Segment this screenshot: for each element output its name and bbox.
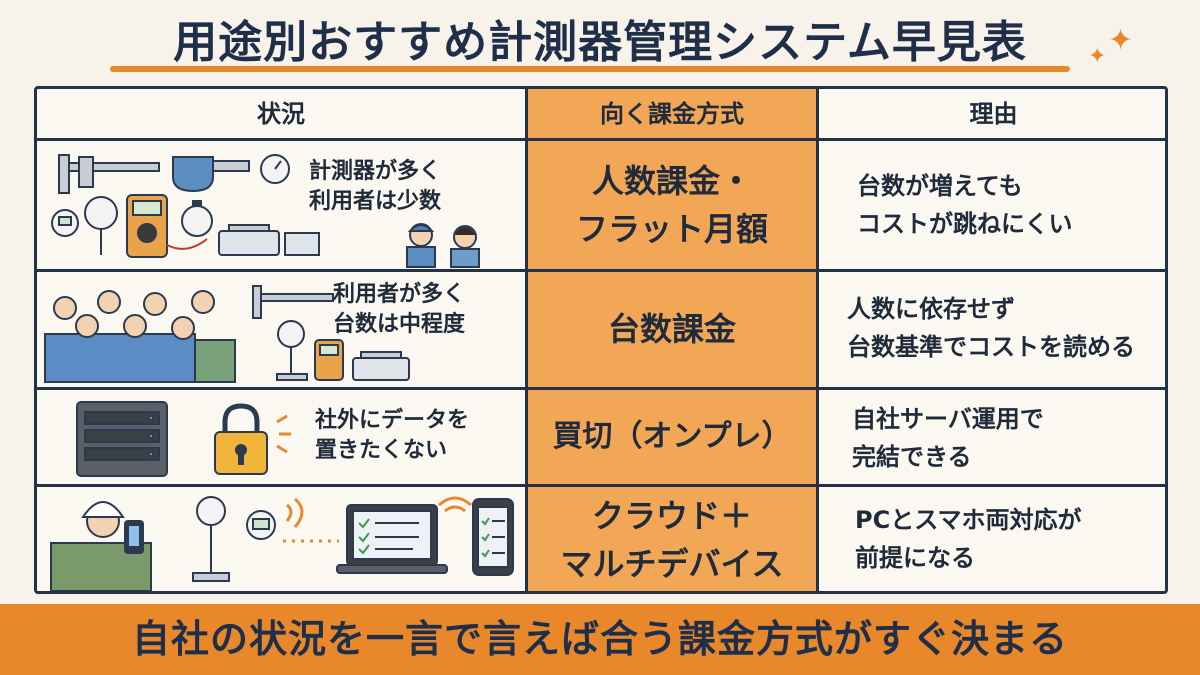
row-divider — [37, 387, 1165, 390]
laptop-icon — [336, 504, 448, 574]
padlock-icon — [214, 403, 291, 475]
instruments-illustration — [51, 154, 480, 268]
sparkle-icon: ✦ — [1108, 23, 1134, 58]
sparkle-icon: ✦ — [1088, 44, 1107, 69]
comparison-table: 状況 向く課金方式 理由 — [34, 86, 1168, 594]
header-situation: 状況 — [257, 100, 305, 128]
worker-with-phone-icon — [50, 501, 152, 591]
method-column-highlight — [527, 89, 817, 591]
micrometer-icon — [172, 156, 250, 193]
method-text: 人数課金・ フラット月額 — [575, 162, 768, 248]
row-divider — [37, 484, 1165, 487]
smartphone-icon — [472, 498, 514, 576]
situation-text: 社外にデータを 置きたくない — [315, 408, 470, 463]
header-method: 向く課金方式 — [600, 100, 744, 128]
reason-text: 自社サーバ運用で 完結できる — [852, 405, 1044, 471]
worker-group-icon — [44, 290, 236, 383]
cloud-illustration — [50, 496, 514, 591]
meter-icon — [314, 339, 344, 381]
dial-gauge-icon — [51, 154, 290, 255]
table-row: クラウド＋ マルチデバイス PCとスマホ両対応が 前提になる — [37, 487, 1165, 591]
situation-text: 利用者が多く 台数は中程度 — [333, 282, 466, 337]
reason-text: 人数に依存せず 台数基準でコストを読める — [847, 295, 1135, 361]
footer-banner — [0, 604, 1200, 675]
method-text: 台数課金 — [607, 310, 736, 348]
header-divider — [37, 138, 1165, 141]
table-row: 利用者が多く 台数は中程度 台数課金 人数に依存せず 台数基準でコストを読める — [37, 272, 1165, 387]
caliper-icon — [252, 285, 334, 319]
worker-icon — [406, 223, 480, 268]
page-title: 用途別おすすめ計測器管理システム早見表 — [173, 17, 1027, 68]
caliper-icon — [58, 154, 160, 194]
table-row: 社外にデータを 置きたくない 買切（オンプレ） 自社サーバ運用で 完結できる — [37, 390, 1165, 484]
row-divider — [37, 269, 1165, 272]
workers-illustration — [44, 285, 410, 383]
footer-text: 自社の状況を一言で言えば合う課金方式がすぐ決まる — [131, 617, 1068, 661]
title-underline — [110, 66, 1070, 72]
dial-gauge-icon — [276, 320, 308, 381]
column-divider — [816, 89, 819, 591]
column-divider — [525, 89, 528, 591]
scale-icon — [352, 351, 410, 381]
onprem-illustration — [76, 401, 291, 477]
wifi-icon — [285, 496, 472, 528]
table-row: 計測器が多く 利用者は少数 人数課金・ フラット月額 台数が増えても コストが跳… — [37, 141, 1165, 269]
scale-icon — [218, 224, 320, 256]
reason-text: 台数が増えても コストが跳ねにくい — [857, 172, 1073, 238]
method-text: クラウド＋ マルチデバイス — [560, 497, 784, 583]
header-reason: 理由 — [969, 100, 1018, 128]
server-icon — [76, 401, 168, 477]
reason-text: PCとスマホ両対応が 前提になる — [855, 506, 1082, 572]
stopwatch-icon — [181, 200, 213, 237]
situation-text: 計測器が多く 利用者は少数 — [309, 159, 442, 214]
multimeter-icon — [126, 194, 208, 258]
dial-gauge-icon — [192, 496, 276, 582]
method-text: 買切（オンプレ） — [552, 419, 792, 454]
